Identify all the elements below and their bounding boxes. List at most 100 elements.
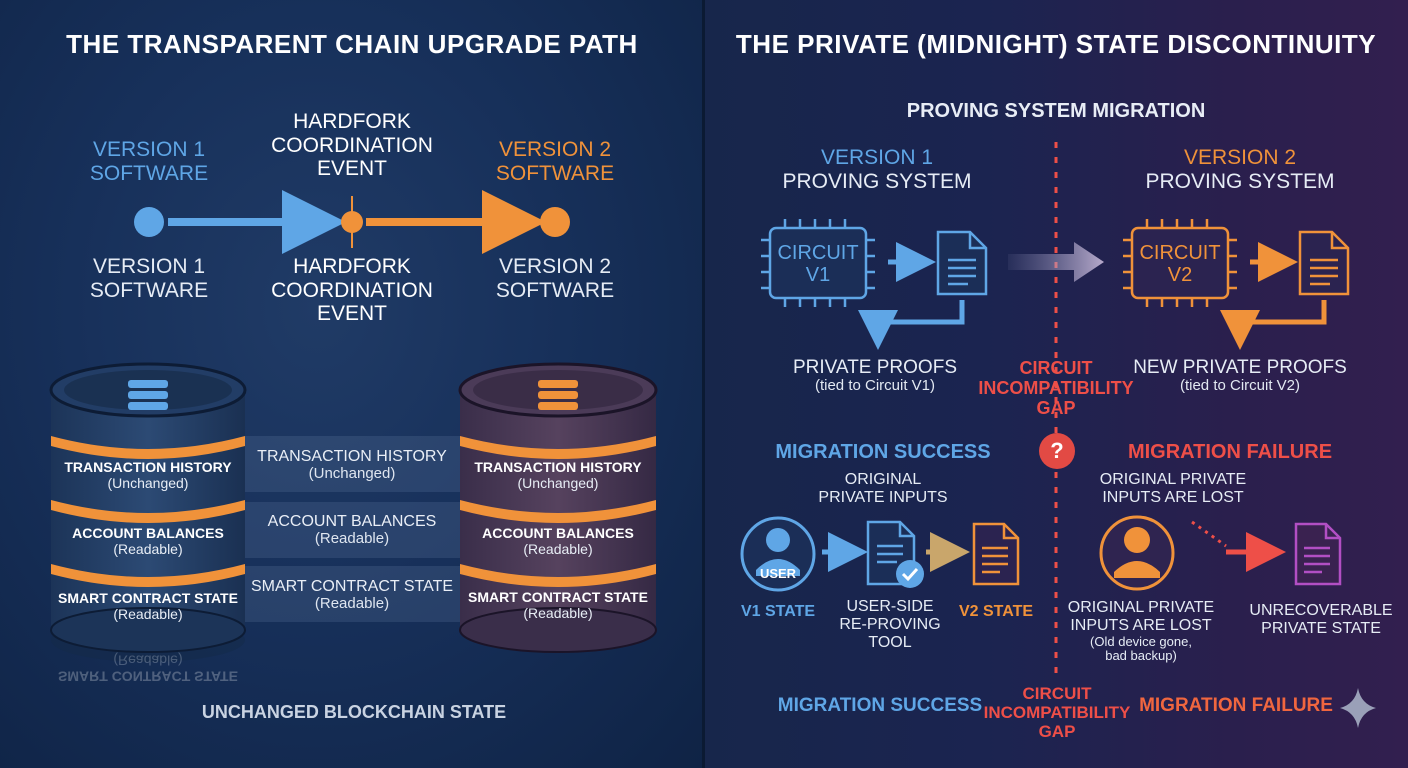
db2-layer3-label: SMART CONTRACT STATE xyxy=(468,589,648,605)
circuit2-line1: CIRCUIT xyxy=(1139,242,1221,264)
proof-v1-document-icon xyxy=(936,230,988,296)
db2-layer3-sub: (Readable) xyxy=(523,604,593,621)
database-v1 xyxy=(49,362,247,662)
db1-layer2-label: ACCOUNT BALANCES xyxy=(72,525,224,541)
circuit2-line2: V2 xyxy=(1167,264,1193,287)
lost-note-line1: (Old device gone, xyxy=(1090,633,1192,649)
bottom-v1-label: VERSION 1 SOFTWARE xyxy=(90,255,208,302)
top-v1-label: VERSION 1 SOFTWARE xyxy=(90,138,208,185)
db1-layer3-label: SMART CONTRACT STATE xyxy=(58,590,238,606)
db1-stack-icon xyxy=(128,380,168,410)
failure-title: MIGRATION FAILURE xyxy=(1127,441,1333,463)
circuit-v2-chip xyxy=(1123,219,1237,307)
circuit-v2-label: CIRCUIT V2 xyxy=(1139,242,1220,287)
db2-stack-icon xyxy=(538,380,578,410)
db1-layer3-sub: (Readable) xyxy=(113,605,183,622)
top-hf-line3: EVENT xyxy=(316,157,387,181)
unrecoverable-document-icon xyxy=(1294,522,1342,586)
mid-layer2-label: ACCOUNT BALANCES xyxy=(267,513,437,530)
tool-line1: USER-SIDE xyxy=(846,598,934,615)
lost-bottom-line2: INPUTS ARE LOST xyxy=(1070,616,1212,634)
mid-account-balances: ACCOUNT BALANCES (Readable) xyxy=(268,513,437,548)
footer-success: MIGRATION SUCCESS xyxy=(777,695,983,716)
lost-inputs-top: ORIGINAL PRIVATE INPUTS ARE LOST xyxy=(1100,471,1246,507)
v1-state-label: V1 STATE xyxy=(740,603,816,620)
v1-ps-line2: PROVING SYSTEM xyxy=(782,169,972,193)
db1-reflection-text: SMART CONTRACT STATE (Readable) xyxy=(58,652,238,685)
proof-v2-down-arrow xyxy=(1220,300,1327,350)
checkmark-icon xyxy=(896,560,924,588)
top-v1-line1: VERSION 1 xyxy=(92,138,206,161)
v2-ps-line1: VERSION 2 xyxy=(1183,146,1297,169)
bottom-hf-line1: HARDFORK xyxy=(293,255,411,278)
hardfork-node xyxy=(341,211,363,233)
right-title: THE PRIVATE (MIDNIGHT) STATE DISCONTINUI… xyxy=(735,29,1377,59)
reflection-sub: (Readable) xyxy=(113,652,183,669)
top-hardfork-label: HARDFORK COORDINATION EVENT xyxy=(271,110,433,181)
unrec-line1: UNRECOVERABLE xyxy=(1249,602,1393,619)
db2-layer1-label: TRANSACTION HISTORY xyxy=(474,459,642,475)
user-icon xyxy=(740,516,816,592)
unrecoverable-label: UNRECOVERABLE PRIVATE STATE xyxy=(1249,602,1392,638)
db1-layer-smart-contract-state: SMART CONTRACT STATE (Readable) xyxy=(58,590,238,622)
v1-ps-line1: VERSION 1 xyxy=(820,146,934,169)
left-title: THE TRANSPARENT CHAIN UPGRADE PATH xyxy=(66,29,638,59)
circuit1-line2: V1 xyxy=(805,264,831,287)
db1-layer-account-balances: ACCOUNT BALANCES (Readable) xyxy=(72,525,224,557)
success-inputs-line1: ORIGINAL xyxy=(844,471,922,488)
proofs2-label: NEW PRIVATE PROOFS xyxy=(1133,357,1347,378)
proofs1-label: PRIVATE PROOFS xyxy=(793,357,957,378)
footer-gap-line2: INCOMPATIBILITY xyxy=(983,703,1131,723)
v2-node xyxy=(540,207,570,237)
top-v2-label: VERSION 2 SOFTWARE xyxy=(496,138,614,185)
lost-top-line2: INPUTS ARE LOST xyxy=(1102,488,1244,506)
v1-node xyxy=(134,207,164,237)
lost-bottom-line1: ORIGINAL PRIVATE xyxy=(1067,599,1215,616)
tool-line2: RE-PROVING xyxy=(839,615,941,633)
bottom-v1-line2: SOFTWARE xyxy=(89,278,209,302)
left-footer: UNCHANGED BLOCKCHAIN STATE xyxy=(201,702,507,722)
top-v2-line1: VERSION 2 xyxy=(498,138,612,161)
footer-gap: CIRCUIT INCOMPATIBILITY GAP xyxy=(984,684,1131,741)
unrec-line2: PRIVATE STATE xyxy=(1261,619,1381,637)
mid-layer3-sub: (Readable) xyxy=(314,594,390,612)
bottom-hf-line2: COORDINATION xyxy=(271,278,433,302)
proof-v1-down-arrow xyxy=(858,300,965,350)
sparkle-icon xyxy=(1340,688,1376,728)
gap-label: CIRCUIT INCOMPATIBILITY GAP xyxy=(978,358,1133,418)
upgrade-timeline xyxy=(134,190,570,254)
db2-layer-account-balances: ACCOUNT BALANCES (Readable) xyxy=(482,525,634,557)
bottom-v1-line1: VERSION 1 xyxy=(92,255,206,278)
footer-gap-line3: GAP xyxy=(1038,722,1076,742)
success-inputs-line2: PRIVATE INPUTS xyxy=(818,488,948,506)
lost-inputs-bottom: ORIGINAL PRIVATE INPUTS ARE LOST (Old de… xyxy=(1068,599,1214,664)
v2-proving-system-label: VERSION 2 PROVING SYSTEM xyxy=(1145,146,1334,193)
band-transaction-history xyxy=(244,436,460,492)
tool-line3: TOOL xyxy=(868,633,912,651)
panel-divider xyxy=(702,0,705,768)
mid-transaction-history: TRANSACTION HISTORY (Unchanged) xyxy=(257,448,447,483)
v2-state-document-icon xyxy=(972,522,1020,586)
user-label: USER xyxy=(759,566,797,581)
v1-proving-system-label: VERSION 1 PROVING SYSTEM xyxy=(782,146,971,193)
gap-line2: INCOMPATIBILITY xyxy=(978,378,1134,399)
db2-layer2-sub: (Readable) xyxy=(523,540,593,557)
lost-note-line2: bad backup) xyxy=(1105,648,1177,664)
circuit1-line1: CIRCUIT xyxy=(777,242,859,264)
database-v2 xyxy=(458,362,658,653)
proofs1-sub: (tied to Circuit V1) xyxy=(814,377,936,395)
top-hf-line2: COORDINATION xyxy=(271,133,433,157)
bottom-v2-line1: VERSION 2 xyxy=(498,255,612,278)
db2-layer-smart-contract-state: SMART CONTRACT STATE (Readable) xyxy=(468,589,648,621)
top-hf-line1: HARDFORK xyxy=(293,110,411,133)
db1-layer-transaction-history: TRANSACTION HISTORY (Unchanged) xyxy=(64,459,232,491)
db1-layer1-label: TRANSACTION HISTORY xyxy=(64,459,232,475)
question-icon xyxy=(1039,433,1075,469)
lost-dotted-path xyxy=(1191,520,1227,548)
migration-fade-arrow xyxy=(1008,242,1104,282)
private-proofs-v2: NEW PRIVATE PROOFS (tied to Circuit V2) xyxy=(1133,357,1347,395)
v2-ps-line2: PROVING SYSTEM xyxy=(1145,169,1335,193)
mid-layer2-sub: (Readable) xyxy=(314,529,390,547)
re-proving-tool-label: USER-SIDE RE-PROVING TOOL xyxy=(839,598,940,652)
mid-layer3-label: SMART CONTRACT STATE xyxy=(250,578,454,595)
